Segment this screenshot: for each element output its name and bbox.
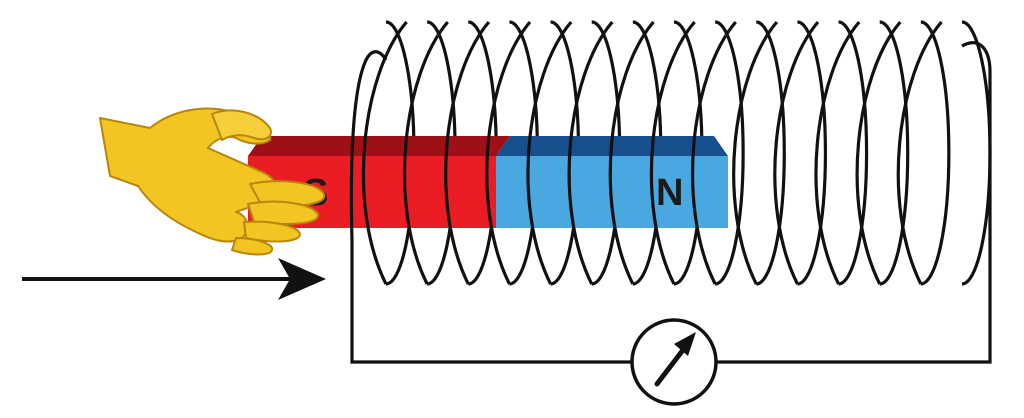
north-pole-label: N — [656, 172, 683, 214]
coil-front-loops — [361, 20, 943, 285]
coil-loop-front — [485, 20, 532, 285]
magnet-south-top-face — [248, 136, 510, 156]
right-arrow-icon — [22, 258, 326, 300]
galvanometer-icon — [630, 318, 718, 406]
coil-loop-front — [855, 20, 902, 285]
coil-loop-front — [526, 20, 573, 285]
coil-loop-front — [814, 20, 861, 285]
coil-loop-front — [896, 20, 943, 285]
coil-loop-front — [649, 20, 696, 285]
coil-loop-front — [567, 20, 614, 285]
coil-loop-back — [879, 20, 910, 286]
coil-loop-front — [402, 20, 449, 285]
coil-loop-back — [797, 20, 828, 286]
coil-loop-back — [961, 20, 992, 286]
coil-loop-back — [838, 20, 869, 286]
coil-loop-back — [756, 20, 786, 286]
coil-loop-front — [773, 20, 820, 285]
coil-loop-back — [920, 20, 951, 286]
coil-loop-front — [608, 20, 655, 285]
coil-loop-back — [714, 20, 745, 286]
coil-right-lead — [961, 41, 992, 73]
coil-left-lead — [349, 50, 388, 241]
coil-loop-front — [361, 20, 408, 285]
circuit-wire — [350, 72, 992, 364]
coil-loop-front — [690, 20, 737, 285]
coil-loop-front — [444, 20, 491, 285]
hand-icon — [99, 107, 326, 256]
coil-loop-front — [732, 20, 779, 285]
